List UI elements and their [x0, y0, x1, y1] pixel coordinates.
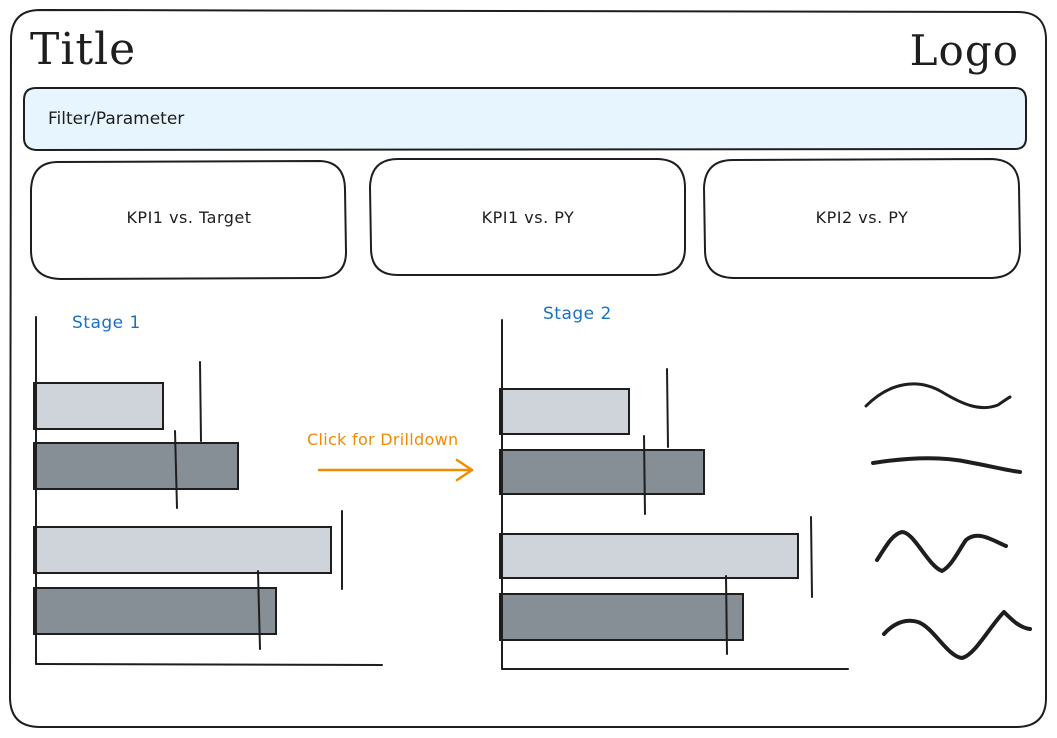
kpi-card-3-frame	[703, 158, 1021, 279]
stage-1-bar-1	[33, 382, 164, 430]
stage-1-bar-3	[33, 526, 332, 574]
page-title: Title	[30, 24, 137, 75]
stage-1-chart	[33, 316, 383, 666]
stage-1-bar-2	[33, 442, 239, 490]
stage-1-target-line-4	[257, 570, 261, 650]
stage-2-chart	[499, 319, 849, 670]
kpi-card-1-label[interactable]: KPI1 vs. Target	[126, 208, 252, 227]
stage-2-bar-1	[499, 388, 630, 435]
stage-2-bar-4	[499, 593, 744, 641]
stage-1-bars	[33, 382, 332, 635]
kpi-card-3-label[interactable]: KPI2 vs. PY	[815, 208, 909, 227]
stage-1-target-line-1	[199, 361, 202, 442]
stage-1-label: Stage 1	[72, 313, 141, 333]
stage-2-target-line-1	[666, 368, 669, 448]
stage-2-target-line-2	[643, 435, 646, 515]
stage-1-bar-4	[33, 587, 277, 635]
filter-parameter-label[interactable]: Filter/Parameter	[48, 109, 185, 129]
drilldown-arrow-icon[interactable]	[317, 458, 474, 482]
stage-2-bar-2	[499, 449, 705, 495]
stage-1-target-line-2	[174, 430, 178, 509]
stage-2-bar-3	[499, 533, 799, 579]
stage-2-target-line-3	[810, 516, 813, 598]
logo: Logo	[909, 26, 1019, 75]
kpi-card-1-frame	[30, 160, 347, 280]
outer-frame	[9, 9, 1048, 728]
stage-2-label: Stage 2	[543, 304, 612, 324]
sparkline-3-icon	[875, 530, 1008, 573]
stage-1-x-axis	[35, 663, 383, 666]
sparkline-4-icon	[882, 610, 1032, 660]
kpi-card-2-label[interactable]: KPI1 vs. PY	[481, 208, 575, 227]
sparkline-2-icon	[871, 456, 1022, 474]
kpi-card-2-frame	[369, 158, 686, 276]
filter-bar[interactable]	[23, 87, 1027, 152]
drilldown-label[interactable]: Click for Drilldown	[307, 430, 459, 449]
stage-2-target-line-4	[725, 575, 728, 655]
sparkline-1-icon	[864, 382, 1012, 410]
